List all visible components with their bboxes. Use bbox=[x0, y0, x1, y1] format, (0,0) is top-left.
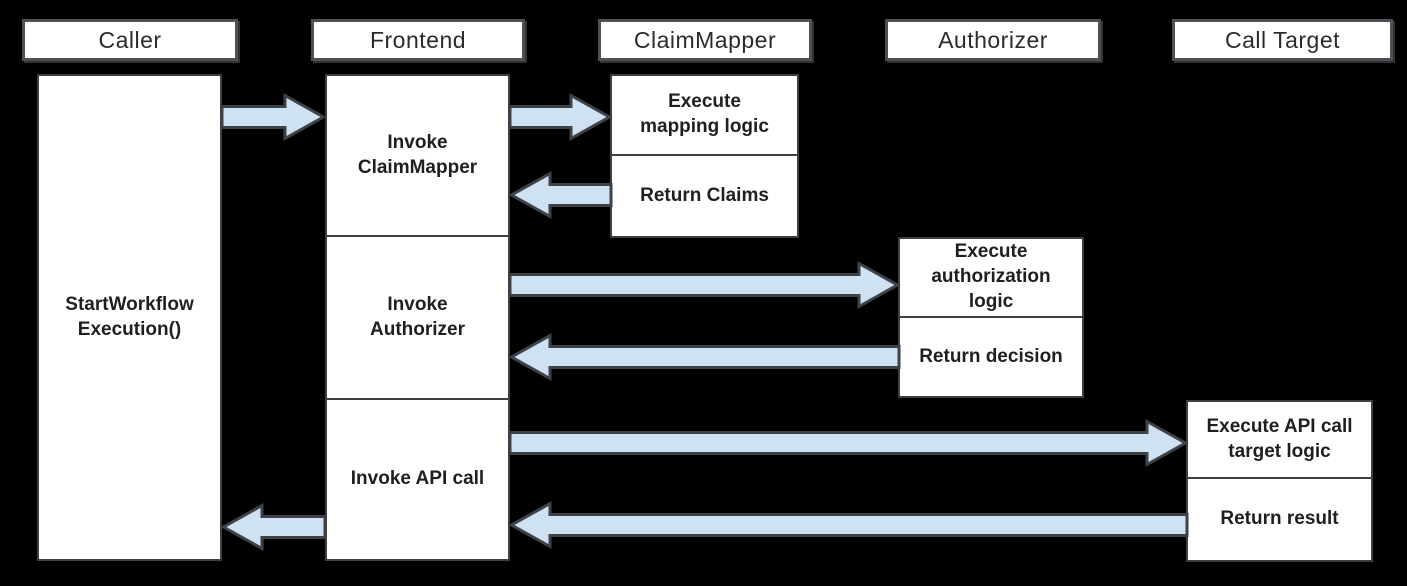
lane-header-claimmapper: ClaimMapper bbox=[598, 19, 812, 61]
lane-header-frontend: Frontend bbox=[311, 19, 525, 61]
node-execute-mapping-logic: Execute mapping logic bbox=[610, 74, 799, 156]
arrow-call-target-to-frontend bbox=[508, 500, 1189, 550]
lane-header-caller: Caller bbox=[22, 19, 238, 61]
lane-header-label: Call Target bbox=[1224, 26, 1341, 53]
node-invoke-claimmapper: Invoke ClaimMapper bbox=[325, 74, 510, 237]
node-invoke-authorizer: Invoke Authorizer bbox=[325, 235, 510, 400]
arrow-claimmapper-to-frontend bbox=[508, 170, 613, 220]
arrow-frontend-to-call-target bbox=[508, 418, 1189, 468]
node-startworkflowexecution: StartWorkflow Execution() bbox=[37, 74, 222, 561]
node-return-claims: Return Claims bbox=[610, 154, 799, 238]
lane-header-call-target: Call Target bbox=[1172, 19, 1393, 61]
node-invoke-api-call: Invoke API call bbox=[325, 398, 510, 561]
node-return-decision: Return decision bbox=[898, 316, 1084, 398]
arrow-frontend-to-caller bbox=[220, 502, 327, 552]
node-return-result: Return result bbox=[1186, 477, 1373, 562]
arrow-frontend-to-authorizer bbox=[508, 260, 901, 310]
arrow-authorizer-to-frontend bbox=[508, 332, 901, 382]
lane-header-label: Frontend bbox=[369, 26, 467, 53]
arrow-frontend-to-claimmapper bbox=[508, 92, 613, 142]
node-execute-authorization-logic: Execute authorization logic bbox=[898, 237, 1084, 318]
arrow-caller-to-frontend bbox=[220, 92, 327, 142]
lane-header-label: ClaimMapper bbox=[633, 26, 777, 53]
lane-header-label: Authorizer bbox=[938, 26, 1048, 53]
lane-header-label: Caller bbox=[98, 26, 162, 53]
node-execute-api-call-target-logic: Execute API call target logic bbox=[1186, 400, 1373, 479]
lane-header-authorizer: Authorizer bbox=[885, 19, 1101, 61]
